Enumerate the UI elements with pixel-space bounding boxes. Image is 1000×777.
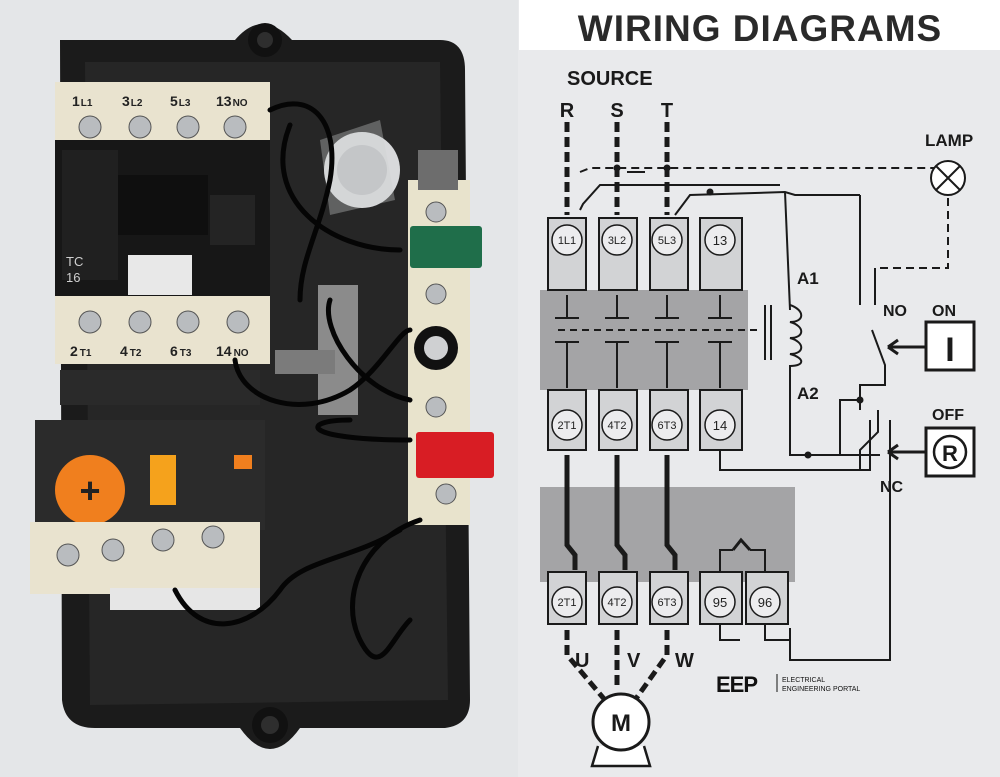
lamp-label: LAMP <box>925 131 973 150</box>
stop-button <box>416 432 494 478</box>
control-wires <box>558 167 949 661</box>
logo-sub-line2: ENGINEERING PORTAL <box>782 686 860 693</box>
terminal-13: 13 <box>713 233 727 248</box>
photo-top-terminal-1: 1L1 <box>72 93 93 109</box>
terminal-1l1: 1L1 <box>558 235 576 247</box>
phase-s-label: S <box>610 100 623 122</box>
photo-top-terminal-3: 5L3 <box>170 93 191 109</box>
phase-r-label: R <box>560 100 575 122</box>
phase-lines <box>564 122 678 702</box>
off-label: OFF <box>932 407 964 424</box>
output-w-label: W <box>675 650 694 672</box>
contactor-model-line2: 16 <box>66 270 80 285</box>
push-button-strip <box>408 150 494 525</box>
ol-terminal-95: 95 <box>713 595 727 610</box>
photo-top-terminal-2: 3L2 <box>122 93 143 109</box>
bottom-terminal-screws <box>78 310 250 334</box>
top-terminal-screws <box>78 115 247 139</box>
overload-relay: + <box>30 420 265 610</box>
on-label: ON <box>932 303 956 320</box>
terminal-2t1: 2T1 <box>558 420 577 432</box>
contactor-top-terminals: 1L1 3L2 5L3 13 <box>551 224 736 256</box>
coil-a2-label: A2 <box>797 384 819 403</box>
terminal-6t3: 6T3 <box>658 420 677 432</box>
motor-label: M <box>611 710 631 737</box>
ol-terminal-4t2: 4T2 <box>608 597 627 609</box>
ol-terminal-2t1: 2T1 <box>558 597 577 609</box>
coil-symbol <box>764 304 803 367</box>
svg-text:+: + <box>79 470 100 511</box>
contactor-bottom-terminals: 2T1 4T2 6T3 14 <box>551 409 736 441</box>
output-v-label: V <box>627 650 641 672</box>
eep-logo: EEP ELECTRICAL ENGINEERING PORTAL <box>716 672 860 697</box>
ol-terminal-6t3: 6T3 <box>658 597 677 609</box>
terminal-14: 14 <box>713 418 727 433</box>
junction-dots <box>613 164 864 459</box>
source-label: SOURCE <box>567 68 653 90</box>
no-label: NO <box>883 303 907 320</box>
on-button-icon <box>887 320 976 372</box>
on-symbol: I <box>945 331 954 369</box>
logo-text: EEP <box>716 672 757 697</box>
terminal-4t2: 4T2 <box>608 420 627 432</box>
contactor-model-line1: TC <box>66 254 83 269</box>
motor-icon <box>590 692 652 768</box>
terminal-3l2: 3L2 <box>608 235 626 247</box>
main-contacts <box>555 295 732 388</box>
start-button <box>410 226 482 268</box>
lamp-icon <box>930 160 966 196</box>
diagram-title: WIRING DIAGRAMS <box>578 8 942 49</box>
ol-terminal-96: 96 <box>758 595 772 610</box>
contactor-shade <box>540 290 748 390</box>
off-symbol: R <box>942 441 958 466</box>
off-button-icon <box>887 426 976 478</box>
terminal-5l3: 5L3 <box>658 235 676 247</box>
output-u-label: U <box>575 650 589 672</box>
photo-wires <box>172 101 423 660</box>
nc-label: NC <box>880 479 904 496</box>
coil-a1-label: A1 <box>797 269 819 288</box>
photo-top-terminal-4: 13NO <box>216 93 248 109</box>
wiring-diagram: WIRING DIAGRAMS <box>518 0 1000 777</box>
logo-sub-line1: ELECTRICAL <box>782 677 825 684</box>
phase-t-label: T <box>661 100 673 122</box>
overload-bottom-terminals: 2T1 4T2 6T3 95 96 <box>551 586 781 618</box>
